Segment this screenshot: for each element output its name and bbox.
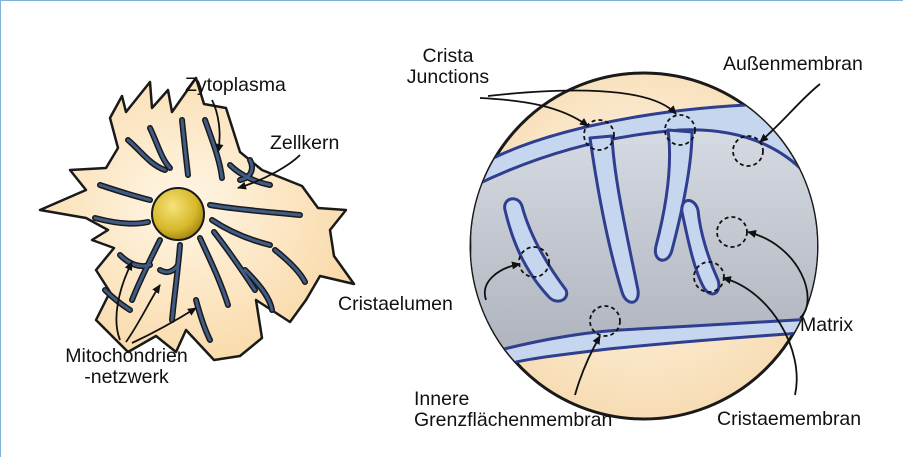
label-aussenmembran: Außenmembran (723, 54, 863, 75)
label-innere-line2: Grenzflächenmembran (414, 410, 612, 431)
label-crista-junctions: Crista Junctions (388, 46, 508, 88)
mitochondrion (470, 104, 838, 372)
label-cristaelumen: Cristaelumen (338, 294, 453, 315)
label-mito-line1: Mitochondrien (44, 346, 209, 367)
label-mitochondrien-netzwerk: Mitochondrien -netzwerk (44, 346, 209, 388)
label-crista-line1: Crista (388, 46, 508, 67)
cell-nucleus (152, 188, 204, 240)
label-innere-line1: Innere (414, 389, 612, 410)
label-innere-grenzflaechenmembran: Innere Grenzflächenmembran (414, 389, 612, 431)
label-zytoplasma: Zytoplasma (185, 75, 286, 96)
label-cristaemembran: Cristaemembran (717, 409, 861, 430)
label-zellkern: Zellkern (270, 133, 339, 154)
label-matrix: Matrix (800, 315, 853, 336)
label-mito-line2: -netzwerk (44, 367, 209, 388)
label-crista-line2: Junctions (388, 67, 508, 88)
